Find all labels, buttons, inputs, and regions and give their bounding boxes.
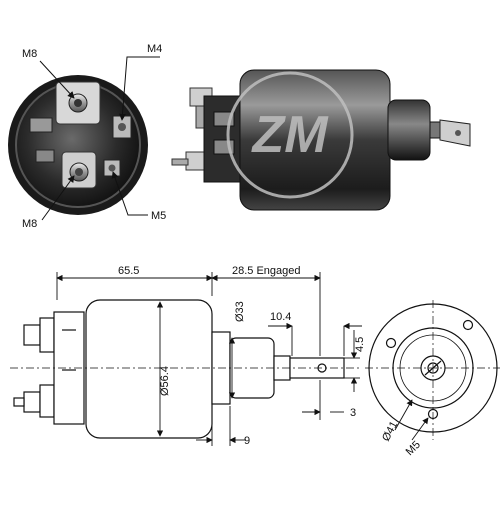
flange-hole-left — [385, 337, 397, 349]
label-m8-bottom: M8 — [22, 218, 37, 230]
side-nose — [387, 99, 431, 161]
bottom-m8-terminal — [61, 151, 97, 189]
side-view-photo — [171, 69, 471, 211]
dim-engaged: 28.5 Engaged — [232, 265, 301, 277]
dim-diameter-56-4: Ø56.4 — [159, 366, 171, 396]
left-contact-lower — [35, 149, 55, 163]
dim-3: 3 — [350, 407, 356, 419]
m4-terminal — [112, 115, 132, 139]
dim-9: 9 — [244, 435, 250, 447]
end-view-photo — [8, 75, 148, 215]
dim-10-4: 10.4 — [270, 311, 291, 323]
m5-terminal — [103, 159, 121, 177]
flange-drawing — [365, 300, 500, 441]
dim-diameter-41: Ø41 — [380, 419, 400, 443]
side-drawing — [10, 299, 360, 439]
watermark-text: ZM — [250, 106, 329, 164]
flange-hole-right — [462, 319, 474, 331]
dim-diameter-33: Ø33 — [234, 301, 246, 322]
dim-4-5: 4.5 — [354, 337, 366, 352]
top-m8-terminal — [55, 81, 101, 125]
label-m8-top: M8 — [22, 48, 37, 60]
left-contact — [29, 117, 53, 133]
label-m5-flange: M5 — [404, 439, 423, 458]
watermark-logo: ZM — [226, 71, 354, 199]
label-m4: M4 — [147, 43, 162, 55]
side-dimension-labels: 65.5 28.5 Engaged Ø56.4 Ø33 10.4 4.5 3 9 — [118, 265, 366, 447]
end-view-callouts: M8 M4 M8 M5 — [22, 43, 166, 230]
dim-length: 65.5 — [118, 265, 139, 277]
side-dimensions — [56, 272, 362, 446]
label-m5: M5 — [151, 210, 166, 222]
drawing-body — [85, 299, 213, 439]
